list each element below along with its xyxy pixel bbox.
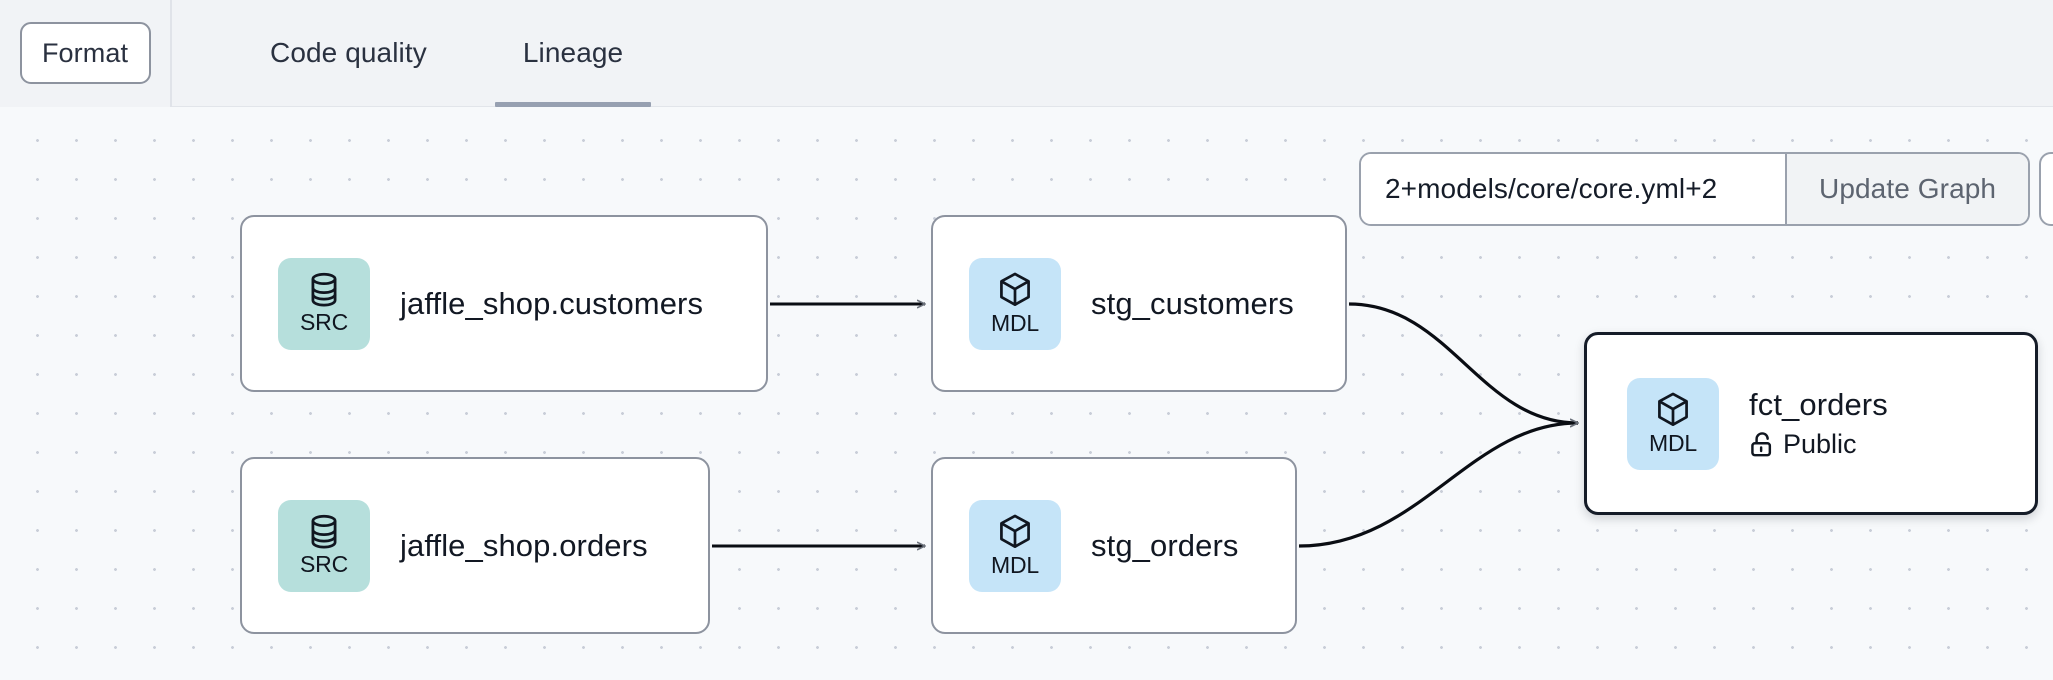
update-graph-button[interactable]: Update Graph	[1787, 154, 2029, 224]
tab-lineage[interactable]: Lineage	[494, 0, 652, 107]
graph-selector-bar: Update Graph	[1359, 152, 2031, 226]
lineage-node-stg-customers[interactable]: MDL stg_customers	[931, 215, 1347, 392]
node-visibility-label: Public	[1783, 429, 1857, 459]
node-title: jaffle_shop.customers	[400, 285, 704, 321]
tab-lineage-label: Lineage	[522, 37, 624, 68]
unlock-icon	[1751, 432, 1772, 457]
clipped-canvas-control[interactable]	[2039, 152, 2053, 226]
edge-stg-orders-to-fct-orders	[1298, 423, 1578, 548]
node-title: jaffle_shop.orders	[400, 527, 648, 563]
node-badge-src: SRC	[278, 257, 370, 350]
cube-icon	[1658, 392, 1688, 426]
node-title: stg_orders	[1091, 527, 1239, 563]
lineage-node-fct-orders[interactable]: MDL fct_orders Public	[1584, 332, 2038, 515]
node-badge-label: SRC	[300, 550, 348, 577]
node-body: jaffle_shop.orders	[400, 528, 648, 564]
query-bar-divider	[1785, 154, 1787, 224]
node-badge-label: MDL	[991, 309, 1039, 336]
node-title: fct_orders	[1749, 387, 1888, 422]
tab-underline-inactive	[242, 102, 455, 107]
node-body: jaffle_shop.customers	[400, 286, 703, 322]
graph-selector-input[interactable]	[1361, 154, 1785, 224]
tab-code-quality[interactable]: Code quality	[242, 0, 455, 107]
node-badge-label: MDL	[1649, 429, 1697, 456]
tab-bar: Code quality Lineage	[172, 0, 652, 107]
node-body: stg_customers	[1091, 286, 1294, 322]
editor-toolbar: Format Code quality Lineage	[0, 0, 2053, 107]
lineage-canvas[interactable]: SRC jaffle_shop.customers MDL stg_custom…	[0, 107, 2053, 680]
cube-icon	[1000, 514, 1030, 548]
format-button[interactable]: Format	[19, 22, 151, 84]
node-badge-mdl: MDL	[969, 257, 1061, 350]
node-visibility: Public	[1749, 429, 1888, 460]
tab-code-quality-label: Code quality	[270, 37, 427, 68]
edge-stg-customers-to-fct-orders	[1348, 302, 1578, 423]
node-badge-label: MDL	[991, 551, 1039, 578]
node-badge-mdl: MDL	[969, 499, 1061, 592]
database-icon	[311, 514, 337, 548]
node-badge-src: SRC	[278, 499, 370, 592]
database-icon	[311, 272, 337, 306]
cube-icon	[1000, 272, 1030, 306]
node-badge-mdl: MDL	[1627, 377, 1719, 470]
toolbar-left-group: Format	[0, 0, 172, 107]
lineage-node-stg-orders[interactable]: MDL stg_orders	[931, 457, 1297, 634]
lineage-node-src-orders[interactable]: SRC jaffle_shop.orders	[240, 457, 710, 634]
node-body: fct_orders Public	[1749, 387, 1888, 460]
node-badge-label: SRC	[300, 308, 348, 335]
tab-underline-active	[494, 101, 652, 107]
node-title: stg_customers	[1091, 285, 1294, 321]
node-body: stg_orders	[1091, 528, 1238, 564]
lineage-node-src-customers[interactable]: SRC jaffle_shop.customers	[240, 215, 768, 392]
